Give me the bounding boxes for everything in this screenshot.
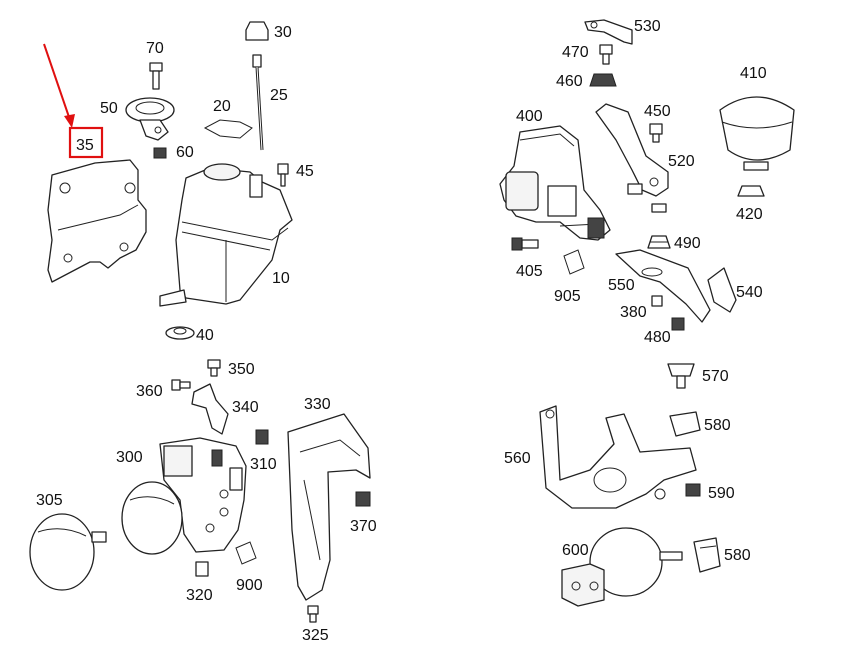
part-905-gasket[interactable] — [563, 249, 585, 275]
callout-20[interactable]: 20 — [213, 98, 231, 115]
callout-10[interactable]: 10 — [272, 270, 290, 287]
highlight-arrow — [43, 43, 75, 128]
callout-25[interactable]: 25 — [270, 87, 288, 104]
part-570-mount[interactable] — [667, 363, 695, 389]
callout-590[interactable]: 590 — [708, 485, 735, 502]
callout-350[interactable]: 350 — [228, 361, 255, 378]
part-370-nut[interactable] — [355, 491, 371, 507]
part-560-bracket[interactable] — [539, 405, 697, 509]
callout-540[interactable]: 540 — [736, 284, 763, 301]
part-405-sensor[interactable] — [511, 237, 539, 251]
part-310-plug[interactable] — [255, 429, 269, 445]
callout-570[interactable]: 570 — [702, 368, 729, 385]
callout-370[interactable]: 370 — [350, 518, 377, 535]
part-530-bracket[interactable] — [584, 19, 633, 45]
callout-560[interactable]: 560 — [504, 450, 531, 467]
callout-60[interactable]: 60 — [176, 144, 194, 161]
part-400-compressor[interactable] — [499, 125, 611, 241]
part-540-bracket[interactable] — [707, 267, 737, 313]
callout-410[interactable]: 410 — [740, 65, 767, 82]
callout-600[interactable]: 600 — [562, 542, 589, 559]
part-30-cap[interactable] — [245, 21, 269, 41]
callout-905[interactable]: 905 — [554, 288, 581, 305]
callout-470[interactable]: 470 — [562, 44, 589, 61]
part-60-nut[interactable] — [153, 147, 167, 159]
part-380-bolt[interactable] — [651, 295, 663, 307]
callout-400[interactable]: 400 — [516, 108, 543, 125]
part-50-filler-cap[interactable] — [125, 97, 175, 141]
part-410-accumulator[interactable] — [719, 96, 795, 171]
part-420-nut[interactable] — [737, 185, 765, 197]
callout-490[interactable]: 490 — [674, 235, 701, 252]
part-520-bracket[interactable] — [595, 103, 669, 213]
part-330-bracket[interactable] — [287, 413, 371, 601]
callout-305[interactable]: 305 — [36, 492, 63, 509]
callout-580-upper[interactable]: 580 — [704, 417, 731, 434]
part-35-heat-shield[interactable] — [47, 159, 147, 283]
callout-550[interactable]: 550 — [608, 277, 635, 294]
callout-50[interactable]: 50 — [100, 100, 118, 117]
callout-530[interactable]: 530 — [634, 18, 661, 35]
callout-360[interactable]: 360 — [136, 383, 163, 400]
callout-900[interactable]: 900 — [236, 577, 263, 594]
callout-450[interactable]: 450 — [644, 103, 671, 120]
callout-40[interactable]: 40 — [196, 327, 214, 344]
part-300-accumulator[interactable] — [121, 481, 183, 555]
callout-340[interactable]: 340 — [232, 399, 259, 416]
part-25-dipstick[interactable] — [252, 54, 264, 151]
callout-35[interactable]: 35 — [76, 137, 94, 154]
callout-420[interactable]: 420 — [736, 206, 763, 223]
callout-310[interactable]: 310 — [250, 456, 277, 473]
part-350-bolt[interactable] — [207, 359, 221, 377]
part-550-bracket[interactable] — [615, 249, 711, 323]
callout-520[interactable]: 520 — [668, 153, 695, 170]
part-20-gasket[interactable] — [203, 119, 253, 139]
highlight-box-35 — [68, 126, 104, 159]
part-10-reservoir[interactable] — [159, 163, 293, 307]
part-580-valve-upper[interactable] — [669, 411, 701, 437]
part-580-valve-lower[interactable] — [693, 537, 721, 573]
part-300-valve-block[interactable] — [159, 437, 247, 553]
callout-580-lower[interactable]: 580 — [724, 547, 751, 564]
callout-45[interactable]: 45 — [296, 163, 314, 180]
callout-300[interactable]: 300 — [116, 449, 143, 466]
part-590-nut[interactable] — [685, 483, 701, 497]
part-900-gasket[interactable] — [235, 541, 257, 565]
part-450-bolt[interactable] — [649, 123, 663, 143]
part-470-bolt[interactable] — [599, 44, 613, 65]
part-360-bolt[interactable] — [171, 379, 191, 391]
callout-460[interactable]: 460 — [556, 73, 583, 90]
part-45-screw[interactable] — [277, 163, 289, 187]
part-320-fitting[interactable] — [195, 561, 209, 577]
callout-330[interactable]: 330 — [304, 396, 331, 413]
part-460-mount[interactable] — [589, 73, 617, 87]
callout-480[interactable]: 480 — [644, 329, 671, 346]
callout-380[interactable]: 380 — [620, 304, 647, 321]
part-480-nut[interactable] — [671, 317, 685, 331]
callout-325[interactable]: 325 — [302, 627, 329, 644]
callout-70[interactable]: 70 — [146, 40, 164, 57]
callout-30[interactable]: 30 — [274, 24, 292, 41]
part-490-mount[interactable] — [647, 235, 671, 249]
callout-320[interactable]: 320 — [186, 587, 213, 604]
part-340-bracket[interactable] — [191, 383, 229, 435]
part-70-bolt[interactable] — [149, 62, 163, 90]
part-40-grommet[interactable] — [165, 326, 195, 340]
callout-405[interactable]: 405 — [516, 263, 543, 280]
part-305-accumulator[interactable] — [29, 513, 107, 591]
part-600-accumulator[interactable] — [561, 527, 683, 607]
part-325-screw[interactable] — [307, 605, 319, 623]
